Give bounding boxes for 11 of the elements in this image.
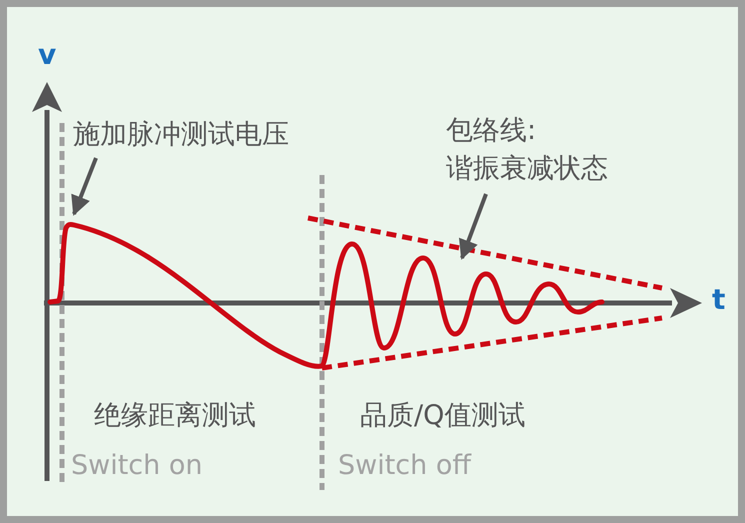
phase-label: 品质/Q值测试: [360, 400, 526, 432]
leader-arrow: [458, 193, 488, 260]
callout-text: 包络线:: [446, 114, 538, 148]
phase-label: 绝缘距离测试: [94, 400, 256, 432]
axis-label: v: [38, 38, 56, 72]
leader-arrow: [71, 157, 98, 216]
callout-text: 谐振衰减状态: [446, 152, 609, 186]
switch-state-label: Switch off: [338, 450, 471, 482]
callout-text: 施加脉冲测试电压: [73, 118, 290, 152]
switch-state-label: Switch on: [71, 450, 202, 482]
axis-label: t: [712, 283, 726, 317]
